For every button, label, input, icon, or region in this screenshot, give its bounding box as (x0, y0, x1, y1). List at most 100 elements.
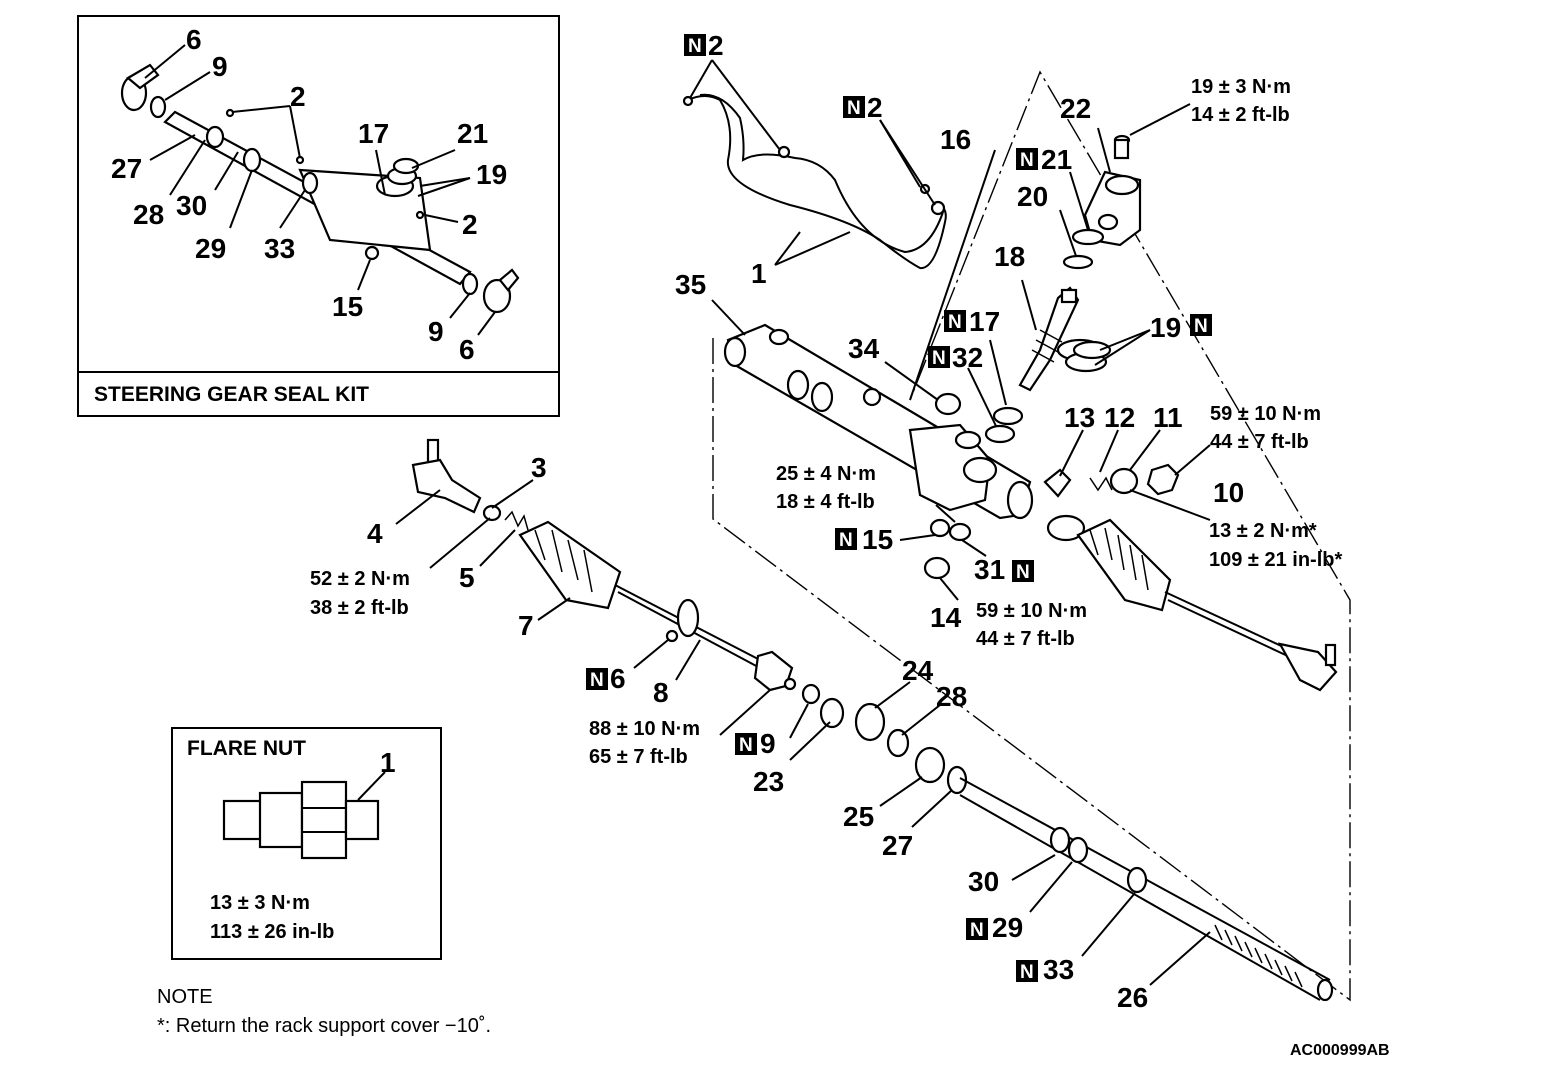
leader-11-torque (1129, 489, 1211, 521)
n-marker-29: N (966, 918, 988, 941)
gear-housing-35 (723, 323, 1034, 520)
leader-9 (789, 703, 809, 739)
right-boot-and-tie-rod (1046, 514, 1338, 692)
inner-tie-rod-joint (753, 650, 821, 705)
leader-22 (1097, 127, 1111, 173)
kit-label-33: 33 (264, 233, 295, 264)
leader-30 (1011, 854, 1056, 881)
torque-11-imp: 109 ± 21 in-lb* (1209, 549, 1342, 571)
kit-label-30: 30 (176, 190, 207, 221)
leader-1b (774, 231, 851, 266)
flare-nut-drawing (222, 780, 380, 860)
label-23: 23 (753, 766, 784, 797)
leader-33 (1081, 892, 1136, 957)
nut-3-clip-5 (482, 504, 529, 531)
leader-16 (909, 149, 996, 401)
kit-label-19: 19 (476, 159, 507, 190)
rack-26 (959, 777, 1334, 1002)
label-28: 28 (936, 681, 967, 712)
n-marker-31: N (1012, 560, 1034, 583)
label-2b: 2 (867, 92, 883, 123)
svg-text:N: N (1016, 562, 1030, 583)
svg-text:N: N (839, 530, 853, 551)
leader-28 (901, 704, 941, 736)
leader-3-torque (429, 517, 491, 569)
label-21: 21 (1041, 144, 1072, 175)
leader-24 (874, 681, 911, 709)
label-9: 9 (760, 728, 776, 759)
kit-label-9-bottom: 9 (428, 316, 444, 347)
svg-text:N: N (688, 36, 702, 57)
label-32: 32 (952, 342, 983, 373)
svg-text:N: N (590, 670, 604, 691)
leader-2a-2 (711, 59, 781, 151)
kit-label-9-top: 9 (212, 51, 228, 82)
leader-26 (1149, 931, 1211, 986)
torque-14-nm: 59 ± 10 N·m (976, 600, 1087, 622)
n-marker-32: N (928, 346, 950, 369)
label-17: 17 (969, 306, 1000, 337)
flare-nut-leader (357, 771, 386, 801)
leader-20 (1059, 209, 1077, 257)
kit-label-2-bottom: 2 (462, 209, 478, 240)
kit-label-27: 27 (111, 153, 142, 184)
torque-3-nm: 52 ± 2 N·m (310, 568, 410, 590)
label-35: 35 (675, 269, 706, 300)
svg-text:N: N (847, 98, 861, 119)
label-19: 19 (1150, 312, 1181, 343)
label-25: 25 (843, 801, 874, 832)
label-27: 27 (882, 830, 913, 861)
input-shaft-18 (1018, 286, 1080, 392)
svg-text:N: N (1020, 962, 1034, 983)
leader-12 (1099, 429, 1119, 473)
kit-label-28: 28 (133, 199, 164, 230)
svg-text:N: N (970, 920, 984, 941)
leader-19b (1094, 329, 1151, 366)
svg-text:N: N (932, 348, 946, 369)
note-text: *: Return the rack support cover −10˚. (157, 1015, 491, 1037)
leader-11 (1129, 429, 1161, 471)
label-30: 30 (968, 866, 999, 897)
seal-kit-box: STEERING GEAR SEAL KIT (77, 15, 560, 417)
torque-11-nm: 13 ± 2 N·m* (1209, 520, 1317, 542)
label-3: 3 (531, 452, 547, 483)
svg-text:N: N (948, 312, 962, 333)
leader-21 (1069, 171, 1089, 231)
leader-2b-2 (879, 119, 936, 206)
label-2a: 2 (708, 30, 724, 61)
flare-nut-box: FLARE NUT 1 13 ± 3 N·m 113 ± 26 in-lb (171, 727, 442, 960)
leader-9-torque (719, 689, 771, 736)
label-20: 20 (1017, 181, 1048, 212)
flare-nut-part-label: 1 (380, 747, 396, 778)
torque-10-nm: 59 ± 10 N·m (1210, 403, 1321, 425)
label-33: 33 (1043, 954, 1074, 985)
seal-kit-caption: STEERING GEAR SEAL KIT (94, 383, 369, 406)
kit-label-6-top: 6 (186, 24, 202, 55)
note-title: NOTE (157, 986, 213, 1008)
seal-rings-19 (1056, 338, 1112, 373)
pressure-tubes (682, 59, 947, 270)
svg-text:N: N (739, 735, 753, 756)
rack-seals (819, 697, 968, 795)
label-22: 22 (1060, 93, 1091, 124)
seal-kit-leaders (144, 44, 496, 336)
torque-15-nm: 25 ± 4 N·m (776, 463, 876, 485)
clamp-6 (665, 598, 700, 643)
label-11: 11 (1153, 402, 1183, 433)
label-24: 24 (902, 655, 934, 686)
svg-text:N: N (1020, 150, 1034, 171)
torque-10-imp: 44 ± 7 ft-lb (1210, 431, 1309, 453)
torque-15-imp: 18 ± 4 ft-lb (776, 491, 875, 513)
label-5: 5 (459, 562, 475, 593)
n-marker-2a: N (684, 34, 706, 57)
leader-27 (911, 789, 953, 828)
label-4: 4 (367, 518, 383, 549)
label-6: 6 (610, 663, 626, 694)
kit-label-6-bottom: 6 (459, 334, 475, 365)
leader-17 (989, 339, 1007, 406)
leader-1a (774, 231, 801, 266)
label-29: 29 (992, 912, 1023, 943)
label-26: 26 (1117, 982, 1148, 1013)
leader-2a-1 (689, 59, 713, 99)
